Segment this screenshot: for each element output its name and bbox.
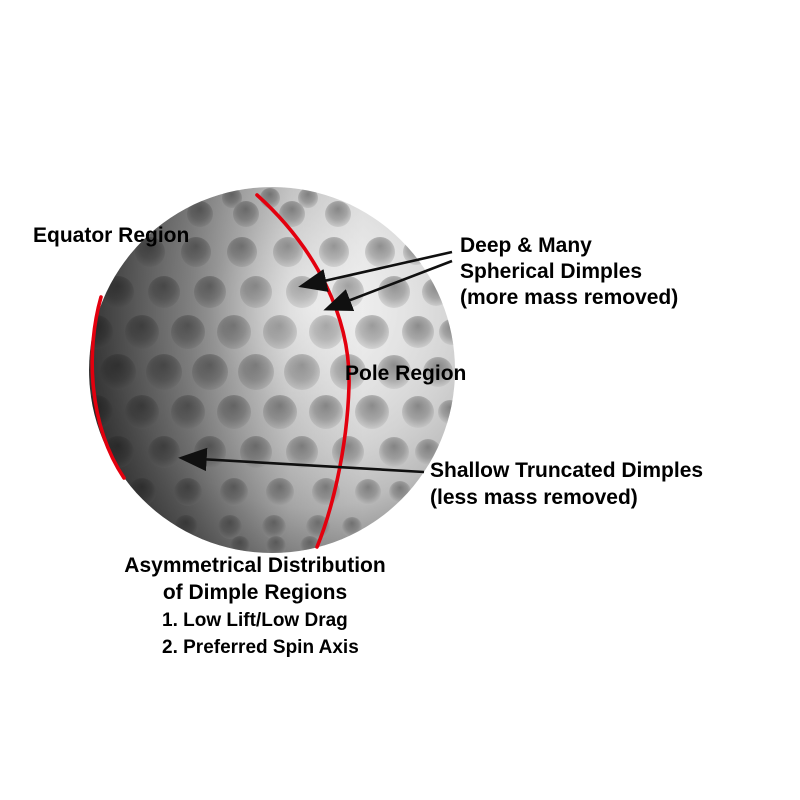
equator-region-text: Equator Region xyxy=(33,224,190,247)
title-line1: Asymmetrical Distribution xyxy=(124,554,386,577)
list-item: 1. Low Lift/Low Drag xyxy=(162,610,348,631)
annotation-arrows xyxy=(178,250,453,474)
diagram-title: Asymmetrical Distribution of Dimple Regi… xyxy=(75,552,435,606)
pole-region-text: Pole Region xyxy=(345,362,467,385)
label-pole-region: Pole Region xyxy=(345,362,466,386)
left-limb-red-line xyxy=(90,295,126,480)
label-shallow-dimples: Shallow Truncated Dimples (less mass rem… xyxy=(430,457,703,511)
shallow-dimples-line2: (less mass removed) xyxy=(430,486,638,509)
deep-dimples-line2: Spherical Dimples xyxy=(460,260,643,283)
meridian-red-line xyxy=(255,193,351,549)
arrow-deep-dimple-1 xyxy=(298,250,453,292)
shallow-dimples-line1: Shallow Truncated Dimples xyxy=(430,459,704,482)
equator-lines xyxy=(90,193,351,549)
feature-list: 1. Low Lift/Low Drag 2. Preferred Spin A… xyxy=(162,607,359,661)
arrow-deep-dimple-2 xyxy=(323,259,453,312)
arrow-shallow-dimple xyxy=(178,447,425,474)
list-item: 2. Preferred Spin Axis xyxy=(162,637,359,658)
deep-dimples-line3: (more mass removed) xyxy=(460,286,679,309)
label-deep-dimples: Deep & Many Spherical Dimples (more mass… xyxy=(460,233,678,311)
title-line2: of Dimple Regions xyxy=(162,581,348,604)
deep-dimples-line1: Deep & Many xyxy=(460,234,592,257)
label-equator-region: Equator Region xyxy=(33,224,189,248)
